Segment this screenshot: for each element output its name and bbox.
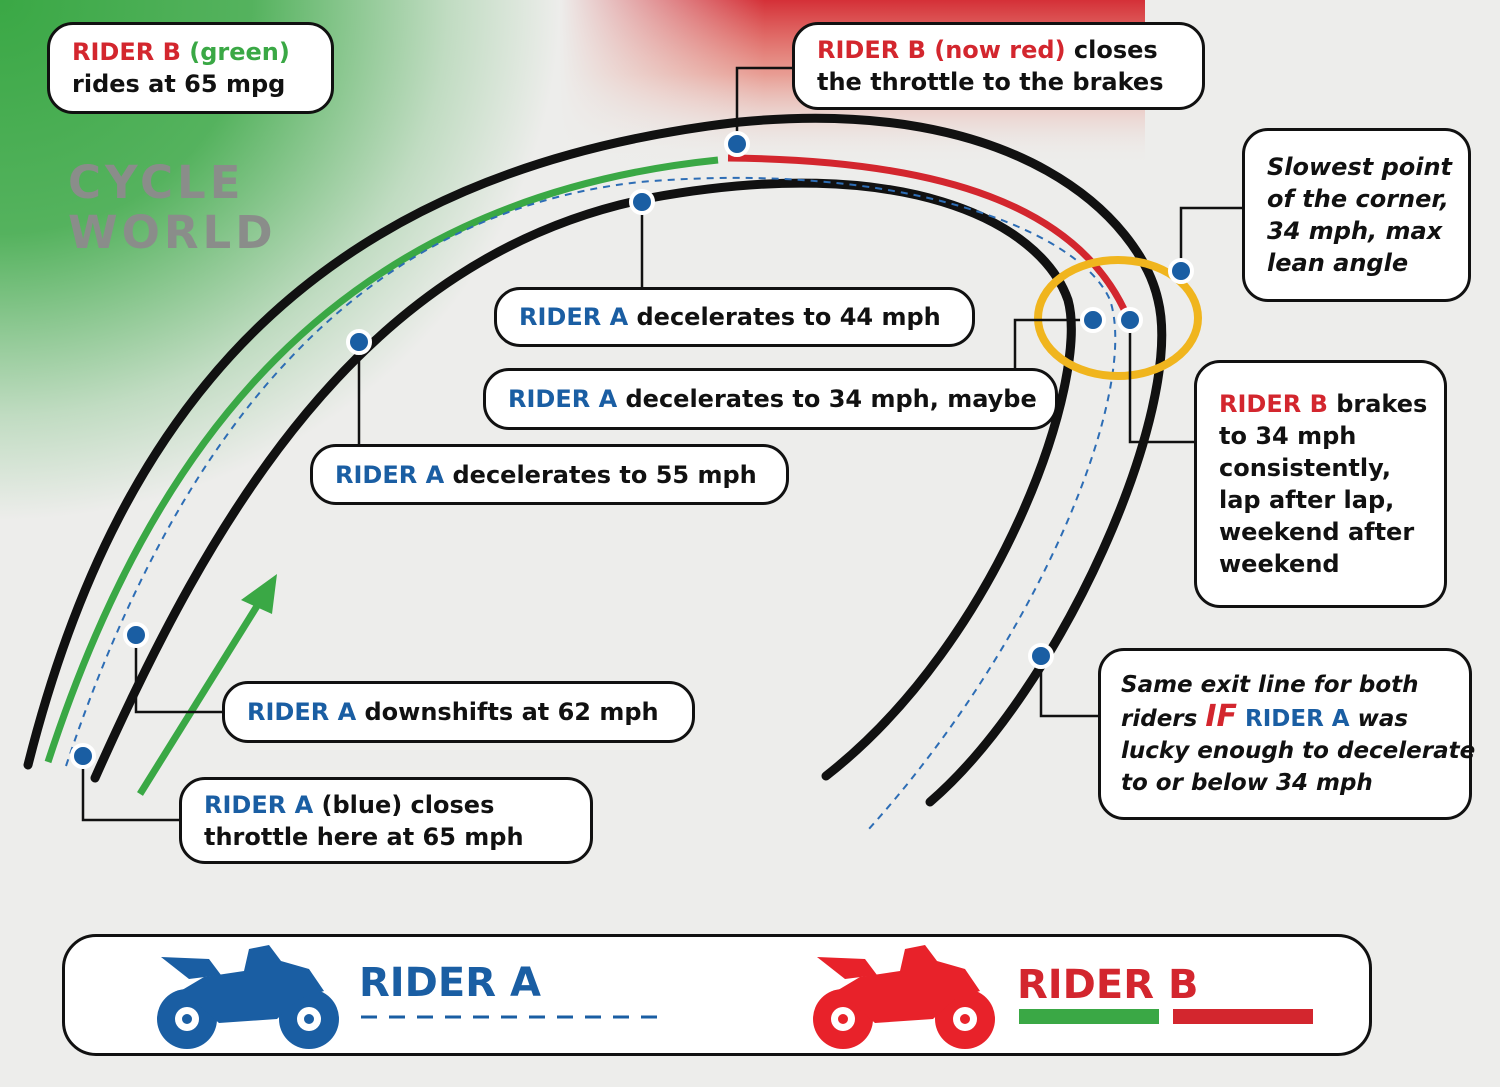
rider-a-label: RIDER A bbox=[204, 790, 314, 819]
marker-a-65 bbox=[70, 743, 96, 769]
event-markers bbox=[70, 131, 1194, 769]
rider-a-dashed-line bbox=[65, 176, 1117, 831]
marker-a-34 bbox=[1080, 307, 1106, 333]
spacer bbox=[181, 38, 189, 66]
brand-line-1: CYCLE bbox=[68, 156, 245, 209]
rider-a-label: RIDER A bbox=[335, 460, 445, 489]
callout-text: decelerates to 44 mph bbox=[628, 303, 941, 331]
callout-text: consistently, bbox=[1219, 454, 1392, 482]
spacer bbox=[926, 36, 934, 64]
callout-text: weekend bbox=[1219, 550, 1340, 578]
rider-b-green-line bbox=[44, 156, 719, 764]
rider-b-red-line bbox=[727, 154, 1132, 320]
callout-text: lean angle bbox=[1267, 249, 1409, 277]
callout-text: to 34 mph bbox=[1219, 422, 1357, 450]
legend-rider-b-red-swatch bbox=[1173, 1009, 1313, 1024]
marker-slowest bbox=[1168, 258, 1194, 284]
marker-b-brakes bbox=[1117, 307, 1143, 333]
callout-text: downshifts at 62 mph bbox=[356, 698, 659, 726]
callout-text: decelerates to 55 mph bbox=[444, 460, 757, 489]
callout-text: Slowest point bbox=[1267, 153, 1453, 181]
rider-a-label: RIDER A bbox=[1237, 706, 1350, 732]
callout-text: decelerates to 34 mph, maybe bbox=[617, 385, 1037, 413]
marker-a-44 bbox=[629, 189, 655, 215]
callout-text: to or below 34 mph bbox=[1121, 770, 1373, 796]
callout-text: throttle here at 65 mph bbox=[204, 822, 524, 851]
rider-a-label: RIDER A bbox=[519, 303, 629, 331]
legend-rider-b-label: RIDER B bbox=[1017, 962, 1199, 1008]
callout-rider-a-34: RIDER A decelerates to 34 mph, maybe bbox=[483, 368, 1058, 430]
rider-b-label: RIDER B bbox=[1219, 390, 1328, 418]
leader-lines bbox=[81, 66, 1244, 822]
slowest-point-ring bbox=[1034, 256, 1202, 380]
rider-a-label: RIDER A bbox=[508, 385, 618, 413]
if-emphasis: IF bbox=[1205, 699, 1237, 734]
callout-rider-b-green: RIDER B (green) rides at 65 mpg bbox=[47, 22, 334, 114]
leader-b-red bbox=[735, 66, 794, 144]
leader-a-62 bbox=[134, 635, 222, 714]
callout-rider-a-44: RIDER A decelerates to 44 mph bbox=[494, 287, 975, 347]
callout-text: closes bbox=[1065, 36, 1158, 64]
leader-a-34 bbox=[1013, 318, 1093, 370]
legend-rider-b-green-swatch bbox=[1019, 1009, 1159, 1024]
callout-text: of the corner, bbox=[1267, 185, 1449, 213]
rider-b-label: RIDER B bbox=[72, 38, 181, 66]
leader-exit bbox=[1039, 656, 1100, 718]
rider-a-label: RIDER A bbox=[247, 698, 357, 726]
callout-text: the throttle to the brakes bbox=[817, 68, 1164, 96]
leader-a-65 bbox=[81, 756, 181, 822]
callout-rider-a-55: RIDER A decelerates to 55 mph bbox=[310, 444, 789, 505]
legend-rider-a-label: RIDER A bbox=[359, 960, 541, 1006]
direction-arrow-head bbox=[241, 574, 277, 614]
callout-slowest-point: Slowest point of the corner, 34 mph, max… bbox=[1242, 128, 1471, 302]
red-tag: (now red) bbox=[934, 36, 1066, 64]
marker-a-55 bbox=[346, 329, 372, 355]
leader-b-brakes bbox=[1128, 320, 1196, 444]
callout-text: was bbox=[1349, 706, 1409, 732]
legend-rider-a-line bbox=[361, 1015, 661, 1019]
callout-text: Same exit line for both bbox=[1121, 672, 1419, 698]
callout-text: riders bbox=[1121, 706, 1206, 732]
brand-line-2: WORLD bbox=[68, 206, 277, 259]
callout-text: lap after lap, bbox=[1219, 486, 1395, 514]
rider-a-motorcycle-icon bbox=[157, 945, 339, 1049]
leader-slowest bbox=[1179, 206, 1244, 271]
callout-text: (blue) closes bbox=[313, 790, 495, 819]
callout-text: lucky enough to decelerate bbox=[1121, 738, 1476, 764]
callout-text: rides at 65 mpg bbox=[72, 70, 286, 98]
callout-exit-line: Same exit line for both riders IF RIDER … bbox=[1098, 648, 1476, 820]
rider-b-label: RIDER B bbox=[817, 36, 926, 64]
marker-a-62 bbox=[123, 622, 149, 648]
brand-logo: CYCLE WORLD bbox=[68, 158, 277, 258]
direction-arrow bbox=[137, 596, 265, 796]
rider-b-motorcycle-icon bbox=[813, 945, 995, 1049]
callout-text: 34 mph, max bbox=[1267, 217, 1443, 245]
callout-text: weekend after bbox=[1219, 518, 1415, 546]
callout-rider-a-62: RIDER A downshifts at 62 mph bbox=[222, 681, 695, 743]
marker-b-red bbox=[724, 131, 750, 157]
callout-text: brakes bbox=[1327, 390, 1428, 418]
callout-rider-a-65: RIDER A (blue) closes throttle here at 6… bbox=[179, 777, 593, 864]
callout-rider-b-red: RIDER B (now red) closes the throttle to… bbox=[792, 22, 1205, 110]
legend: RIDER A RIDER B bbox=[62, 934, 1372, 1056]
green-tag: (green) bbox=[189, 38, 290, 66]
marker-exit bbox=[1028, 643, 1054, 669]
track-outer-edge bbox=[23, 113, 1167, 807]
callout-rider-b-brakes: RIDER B brakes to 34 mph consistently, l… bbox=[1194, 360, 1447, 608]
